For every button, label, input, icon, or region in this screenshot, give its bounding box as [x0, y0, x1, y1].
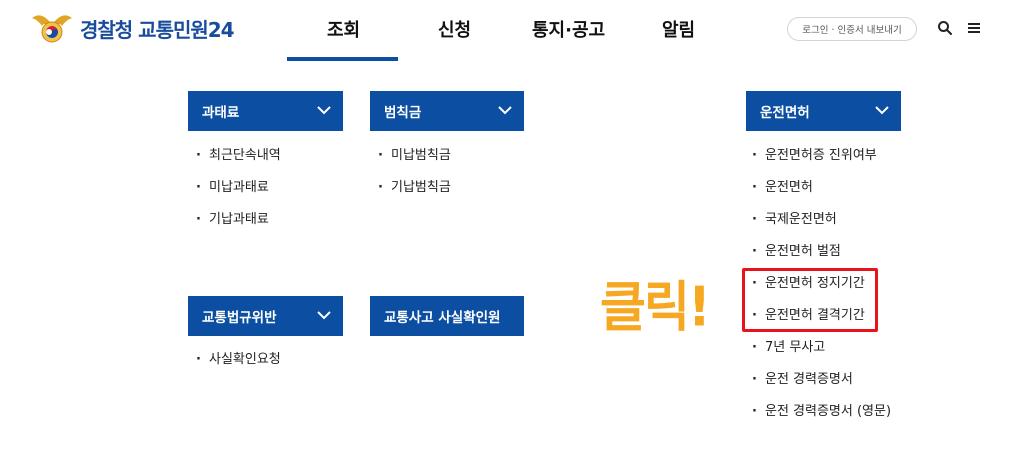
list-item[interactable]: ·사실확인요청 [196, 352, 281, 367]
menu-list-penalty: ·미납범칙금 ·기납범칙금 [378, 140, 451, 204]
chevron-down-icon [498, 106, 512, 115]
list-item[interactable]: ·기납과태료 [196, 212, 269, 227]
list-item[interactable]: ·운전 경력증명서 [752, 372, 853, 387]
list-item[interactable]: ·운전면허 정지기간 [752, 276, 865, 291]
menu-header-fine[interactable]: 과태료 [188, 91, 343, 131]
menu-header-violation-label: 교통법규위반 [202, 310, 277, 326]
police-emblem-icon [32, 15, 72, 43]
nav-item-alert[interactable]: 알림 [662, 20, 696, 41]
list-item[interactable]: ·운전 경력증명서 (영문) [752, 404, 892, 419]
menu-header-penalty[interactable]: 범칙금 [370, 91, 524, 131]
active-nav-indicator [287, 57, 398, 61]
chevron-down-icon [317, 106, 331, 115]
list-item[interactable]: ·운전면허 [752, 180, 813, 195]
list-item[interactable]: ·최근단속내역 [196, 148, 281, 163]
login-button[interactable]: 로그인 · 인증서 내보내기 [787, 17, 917, 41]
chevron-down-icon [875, 106, 889, 115]
nav-item-application[interactable]: 신청 [438, 20, 472, 41]
nav-item-notice[interactable]: 통지·공고 [532, 20, 606, 41]
menu-header-license-label: 운전면허 [760, 105, 810, 121]
list-item[interactable]: ·7년 무사고 [752, 340, 826, 355]
hamburger-menu-icon[interactable] [965, 19, 983, 37]
menu-header-penalty-label: 범칙금 [384, 105, 422, 121]
menu-header-accident[interactable]: 교통사고 사실확인원 [370, 296, 524, 336]
menu-list-violation: ·사실확인요청 [196, 344, 281, 376]
menu-header-license[interactable]: 운전면허 [746, 91, 901, 131]
list-item[interactable]: ·운전면허 벌점 [752, 244, 841, 259]
list-item[interactable]: ·국제운전면허 [752, 212, 837, 227]
list-item[interactable]: ·미납과태료 [196, 180, 269, 195]
highlight-box [742, 268, 878, 332]
chevron-down-icon [317, 311, 331, 320]
click-annotation: 클릭! [600, 275, 711, 339]
list-item[interactable]: ·기납범칙금 [378, 180, 451, 195]
site-header: 경찰청 교통민원24 조회 신청 통지·공고 알림 로그인 · 인증서 내보내기 [0, 0, 1024, 62]
list-item[interactable]: ·운전면허증 진위여부 [752, 148, 877, 163]
logo-text: 경찰청 교통민원24 [80, 17, 235, 42]
menu-list-fine: ·최근단속내역 ·미납과태료 ·기납과태료 [196, 140, 281, 236]
site-logo[interactable]: 경찰청 교통민원24 [30, 10, 235, 46]
nav-item-inquiry[interactable]: 조회 [327, 20, 361, 41]
list-item[interactable]: ·운전면허 결격기간 [752, 308, 865, 323]
menu-header-violation[interactable]: 교통법규위반 [188, 296, 343, 336]
search-icon[interactable] [936, 19, 954, 37]
list-item[interactable]: ·미납범칙금 [378, 148, 451, 163]
menu-header-fine-label: 과태료 [202, 105, 240, 121]
menu-list-license: ·운전면허증 진위여부 ·운전면허 ·국제운전면허 ·운전면허 벌점 ·운전면허… [752, 140, 891, 428]
menu-header-accident-label: 교통사고 사실확인원 [384, 310, 501, 326]
